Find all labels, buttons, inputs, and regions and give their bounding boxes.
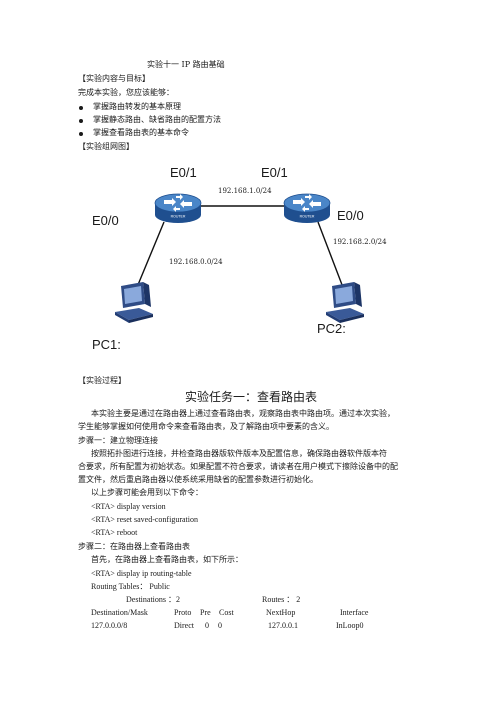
bullet-dot bbox=[79, 106, 83, 110]
command-line: <RTA> reset saved-configuration bbox=[91, 515, 198, 524]
pc-icon bbox=[326, 282, 364, 323]
column-header: NextHop bbox=[266, 608, 296, 617]
bullet-dot bbox=[79, 119, 83, 123]
bullet-dot bbox=[79, 132, 83, 136]
port-label: E0/0 bbox=[92, 213, 119, 228]
router-icon: ROUTER bbox=[154, 193, 202, 223]
paragraph: 首先，在路由器上查看路由表，如下所示： bbox=[91, 555, 243, 564]
network-label: 192.168.0.0/24 bbox=[169, 258, 223, 266]
command-line: <RTA> reboot bbox=[91, 528, 138, 537]
table-cell: 127.0.0.1 bbox=[268, 621, 298, 630]
section-process-heading: 【实验过程】 bbox=[78, 376, 126, 385]
column-header: Interface bbox=[340, 608, 369, 617]
routing-table-routes: Routes ： 2 bbox=[262, 595, 301, 604]
link-rtb-pc2 bbox=[317, 221, 345, 291]
intro-text: 完成本实验，您应该能够： bbox=[78, 88, 174, 97]
table-cell: 0 bbox=[205, 621, 209, 630]
column-header: Cost bbox=[219, 608, 234, 617]
paragraph: 学生能够掌握如何使用命令来查看路由表，及了解路由项中要素的含义。 bbox=[78, 422, 334, 431]
paragraph: 合要求，所有配置为初始状态。如果配置不符合要求，请读者在用户模式下擦除设备中的配 bbox=[78, 462, 398, 471]
port-label: E0/1 bbox=[261, 165, 288, 180]
router-icon: ROUTER bbox=[283, 193, 331, 223]
table-cell: 0 bbox=[218, 621, 222, 630]
topology-diagram: ROUTER ROUTER E0/1 E0/1 E0/0 E0/0 192.16… bbox=[92, 165, 387, 352]
column-header: Pre bbox=[200, 608, 211, 617]
paragraph: 以上步骤可能会用到以下命令： bbox=[91, 488, 203, 497]
pc-icon bbox=[115, 282, 153, 323]
doc-title: 实验十一 IP 路由基础 bbox=[147, 60, 225, 69]
section-goal-heading: 【实验内容与目标】 bbox=[78, 74, 150, 83]
task-title: 实验任务一：查看路由表 bbox=[185, 390, 318, 404]
table-cell: InLoop0 bbox=[336, 621, 364, 630]
goal-item: 掌握静态路由、缺省路由的配置方法 bbox=[93, 115, 221, 124]
column-header: Destination/Mask bbox=[91, 608, 148, 617]
command-line: <RTA> display ip routing-table bbox=[91, 569, 192, 578]
routing-table-name: Routing Tables： Public bbox=[91, 582, 170, 591]
routing-table-destinations: Destinations ：2 bbox=[126, 595, 180, 604]
network-label: 192.168.2.0/24 bbox=[333, 238, 387, 246]
goal-item: 掌握查看路由表的基本命令 bbox=[93, 128, 189, 137]
step-heading: 步骤一：建立物理连接 bbox=[78, 436, 158, 445]
paragraph: 本实验主要是通过在路由器上通过查看路由表，观察路由表中路由项。通过本次实验， bbox=[91, 409, 395, 418]
port-label: E0/1 bbox=[170, 165, 197, 180]
paragraph: 按照拓扑图进行连接，并检查路由器版软件版本及配置信息，确保路由器软件版本符 bbox=[91, 449, 387, 458]
router-text: ROUTER bbox=[300, 215, 315, 219]
link-rta-pc1 bbox=[134, 221, 165, 293]
pc-label: PC1: bbox=[92, 337, 121, 352]
table-cell: Direct bbox=[174, 621, 194, 630]
port-label: E0/0 bbox=[337, 208, 364, 223]
pc-label: PC2: bbox=[317, 321, 346, 336]
command-line: <RTA> display version bbox=[91, 502, 166, 511]
router-text: ROUTER bbox=[171, 215, 186, 219]
table-cell: 127.0.0.0/8 bbox=[91, 621, 128, 630]
topology-links bbox=[134, 205, 345, 293]
step-heading: 步骤二：在路由器上查看路由表 bbox=[78, 542, 190, 551]
goal-item: 掌握路由转发的基本原理 bbox=[93, 102, 181, 111]
column-header: Proto bbox=[174, 608, 192, 617]
paragraph: 置文件，然后重启路由器以使系统采用缺省的配置参数进行初始化。 bbox=[78, 475, 318, 484]
network-label: 192.168.1.0/24 bbox=[218, 187, 272, 195]
section-topology-heading: 【实验组网图】 bbox=[78, 142, 134, 151]
